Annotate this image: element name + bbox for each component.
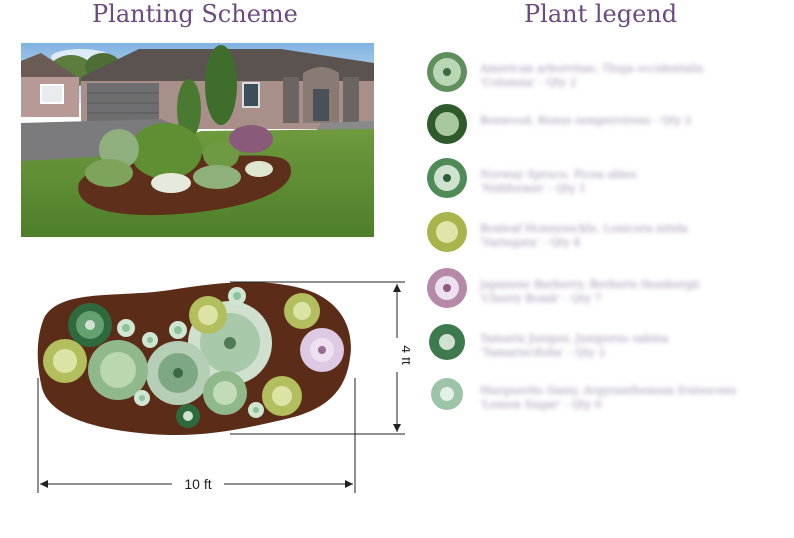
juniper-plant-1 (68, 303, 112, 347)
legend-line1: American arborvitae, Thuja occidentalis (480, 62, 704, 75)
legend-line1: Tamarix Juniper, Juniperus sabina (480, 332, 669, 345)
legend-line1: Boxwood, Buxus sempervirens - Qty 2 (480, 114, 692, 127)
legend-item-arborvitae: American arborvitae, Thuja occidentalis'… (425, 50, 785, 98)
daisy-plant-4 (228, 287, 246, 305)
height-dimension-label: 4 ft (399, 345, 410, 365)
arborvitae-plant-2 (88, 340, 148, 400)
honeysuckle-plant-1 (43, 339, 87, 383)
barberry-plant (300, 328, 344, 372)
legend-line2: 'Tamariscifolia' - Qty 2 (480, 346, 606, 359)
daisy-plant-6 (248, 402, 264, 418)
plant-legend-title: Plant legend (524, 0, 678, 28)
legend-line1: Norway Spruce, Picea abies (480, 168, 637, 181)
juniper-icon (429, 324, 465, 360)
arborvitae-icon (427, 52, 467, 92)
legend-item-barberry: Japanese Barberry, Berberis thunbergii'C… (425, 266, 785, 314)
daisy-plant-2 (169, 321, 187, 339)
daisy-icon (431, 378, 463, 410)
honeysuckle-plant-3 (284, 293, 320, 329)
arborvitae-plant-1 (146, 341, 210, 405)
legend-line2: 'Nidiformis' - Qty 1 (480, 182, 587, 195)
legend-line1: Marguerite Daisy, Argyranthemum frutesce… (480, 384, 737, 397)
juniper-plant-2 (176, 404, 200, 428)
spruce-icon (427, 158, 467, 198)
legend-item-daisy: Marguerite Daisy, Argyranthemum frutesce… (425, 372, 785, 420)
legend-line2: 'Columna' - Qty 2 (480, 76, 577, 89)
daisy-plant-3 (142, 332, 158, 348)
legend-item-juniper: Tamarix Juniper, Juniperus sabina'Tamari… (425, 320, 785, 368)
barberry-icon (427, 268, 467, 308)
planting-plan-diagram: 10 ft 4 ft (37, 281, 410, 493)
daisy-plant-1 (117, 319, 135, 337)
honeysuckle-plant-4 (262, 376, 302, 416)
honeysuckle-plant-2 (189, 296, 227, 334)
legend-item-boxwood: Boxwood, Buxus sempervirens - Qty 2 (425, 102, 785, 150)
planting-scheme-title: Planting Scheme (92, 0, 298, 28)
legend-line1: Japanese Barberry, Berberis thunbergii (480, 278, 700, 291)
legend-line2: 'Cherry Bomb' - Qty 7 (480, 292, 602, 305)
legend-line1: Boxleaf Honeysuckle, Lonicera nitida (480, 222, 689, 235)
garden-rendering-image (21, 43, 374, 237)
width-dimension-label: 10 ft (184, 476, 211, 492)
legend-line2: 'Lemon Sugar' - Qty 6 (480, 398, 602, 411)
legend-line2: 'Variegata' - Qty 4 (480, 236, 581, 249)
boxwood-icon (427, 104, 467, 144)
legend-item-spruce: Norway Spruce, Picea abies'Nidiformis' -… (425, 156, 785, 204)
honeysuckle-icon (427, 212, 467, 252)
daisy-plant-5 (134, 390, 150, 406)
boxwood-plant (203, 371, 247, 415)
legend-item-honeysuckle: Boxleaf Honeysuckle, Lonicera nitida'Var… (425, 210, 785, 258)
